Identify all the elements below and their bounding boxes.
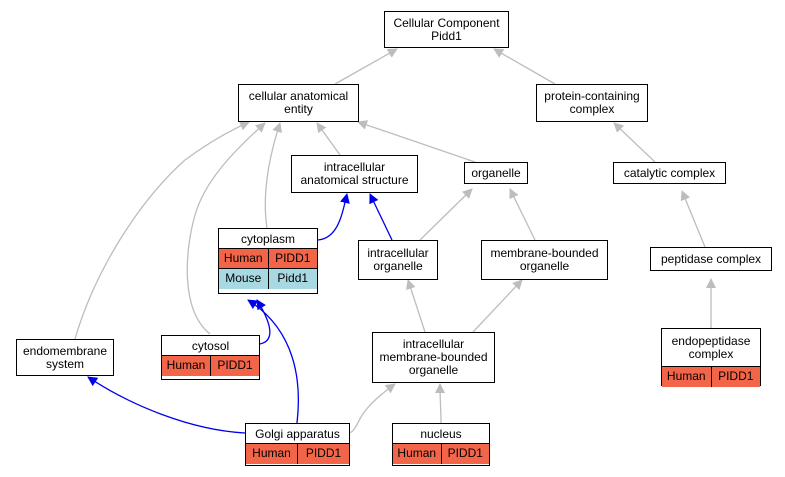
species-row-human: Human PIDD1 [162, 356, 259, 376]
node-label: endopeptidase [671, 333, 751, 348]
node-title: Golgi apparatus [246, 424, 349, 444]
edge-endomembrane-cae [74, 121, 250, 340]
edge-golgi-imbo [349, 383, 396, 434]
node-label: Pidd1 [431, 28, 462, 43]
edge-cytoplasm-ias [317, 193, 350, 241]
species-cell: Human [166, 358, 206, 372]
species-cell: Mouse [225, 271, 262, 285]
node-catalytic-complex[interactable]: catalytic complex [613, 162, 726, 184]
node-intracellular-anatomical-structure[interactable]: intracellular anatomical structure [291, 155, 418, 193]
node-label: entity [284, 102, 313, 116]
node-endomembrane-system[interactable]: endomembrane system [16, 339, 114, 376]
node-label: organelle [408, 363, 459, 377]
node-label: membrane-bounded [379, 350, 488, 364]
edge-organelle-cae [357, 120, 476, 163]
edge-cae-root [334, 48, 398, 85]
edge-cytoplasm-cae [264, 122, 282, 229]
edge-peptidase-catalytic [680, 190, 706, 248]
edge-imbo-mbo [472, 279, 523, 333]
species-cell: Human [223, 251, 263, 265]
gene-cell: PIDD1 [710, 367, 761, 387]
node-nucleus[interactable]: nucleus Human PIDD1 [392, 423, 490, 466]
node-label: organelle [471, 165, 521, 180]
node-label: endomembrane [22, 343, 108, 358]
edge-golgi-endomembrane [87, 376, 246, 434]
node-title: endopeptidase complex [662, 329, 760, 367]
edge-io-ias [369, 193, 393, 241]
species-row-human: Human PIDD1 [246, 444, 349, 464]
edge-cytosol-cytoplasm [256, 299, 271, 345]
node-golgi-apparatus[interactable]: Golgi apparatus Human PIDD1 [245, 423, 350, 466]
node-organelle[interactable]: organelle [464, 162, 528, 184]
gene-cell: PIDD1 [210, 356, 259, 376]
node-peptidase-complex[interactable]: peptidase complex [650, 247, 772, 271]
node-membrane-bounded-organelle[interactable]: membrane-bounded organelle [481, 240, 608, 280]
species-row-mouse: Mouse Pidd1 [219, 269, 317, 289]
node-label: intracellular [402, 337, 465, 351]
node-cytoplasm[interactable]: cytoplasm Human PIDD1 Mouse Pidd1 [218, 228, 318, 294]
node-label: anatomical structure [300, 173, 409, 187]
species-cell: Human [397, 446, 437, 460]
node-cellular-anatomical-entity[interactable]: cellular anatomical entity [238, 84, 359, 122]
node-title: cytosol [162, 336, 259, 356]
species-row-human: Human PIDD1 [393, 444, 489, 464]
gene-cell: Pidd1 [267, 269, 318, 289]
edge-pcc-root [493, 48, 556, 85]
node-intracellular-membrane-bounded-organelle[interactable]: intracellular membrane-bounded organelle [372, 332, 495, 383]
node-label: catalytic complex [623, 165, 716, 180]
node-title: nucleus [393, 424, 489, 444]
node-endopeptidase-complex[interactable]: endopeptidase complex Human PIDD1 [661, 328, 761, 387]
node-label: protein-containing [544, 89, 640, 103]
node-title: cytoplasm [219, 229, 317, 249]
edge-mbo-organelle [509, 188, 536, 241]
edge-catalytic-pcc [613, 122, 656, 163]
edge-io-organelle [419, 188, 473, 241]
node-label: complex [569, 102, 615, 116]
edge-imbo-io [406, 279, 426, 333]
species-cell: Human [666, 369, 706, 383]
node-label: peptidase complex [660, 251, 762, 266]
edge-golgi-cytoplasm [247, 299, 300, 424]
node-label: system [45, 356, 84, 371]
node-protein-containing-complex[interactable]: protein-containing complex [536, 84, 648, 122]
species-row-human: Human PIDD1 [219, 249, 317, 269]
node-cellular-component-root[interactable]: Cellular Component Pidd1 [384, 11, 509, 48]
node-label: intracellular [323, 160, 386, 174]
node-cytosol[interactable]: cytosol Human PIDD1 [161, 335, 260, 380]
node-label: Cellular Component [393, 15, 500, 30]
gene-cell: PIDD1 [440, 444, 490, 464]
edge-cytosol-cae [186, 122, 266, 335]
edge-ias-cae [316, 122, 341, 156]
species-cell: Human [252, 446, 291, 460]
node-label: organelle [373, 259, 423, 273]
node-label: cellular anatomical [248, 89, 349, 103]
node-label: membrane-bounded [490, 246, 599, 260]
node-label: complex [688, 346, 734, 361]
node-label: intracellular [367, 246, 429, 260]
gene-cell: PIDD1 [297, 444, 349, 464]
node-intracellular-organelle[interactable]: intracellular organelle [358, 240, 438, 280]
gene-cell: PIDD1 [267, 249, 318, 268]
edge-nucleus-imbo [435, 383, 446, 424]
node-label: organelle [519, 259, 570, 273]
species-row-human: Human PIDD1 [662, 367, 760, 387]
